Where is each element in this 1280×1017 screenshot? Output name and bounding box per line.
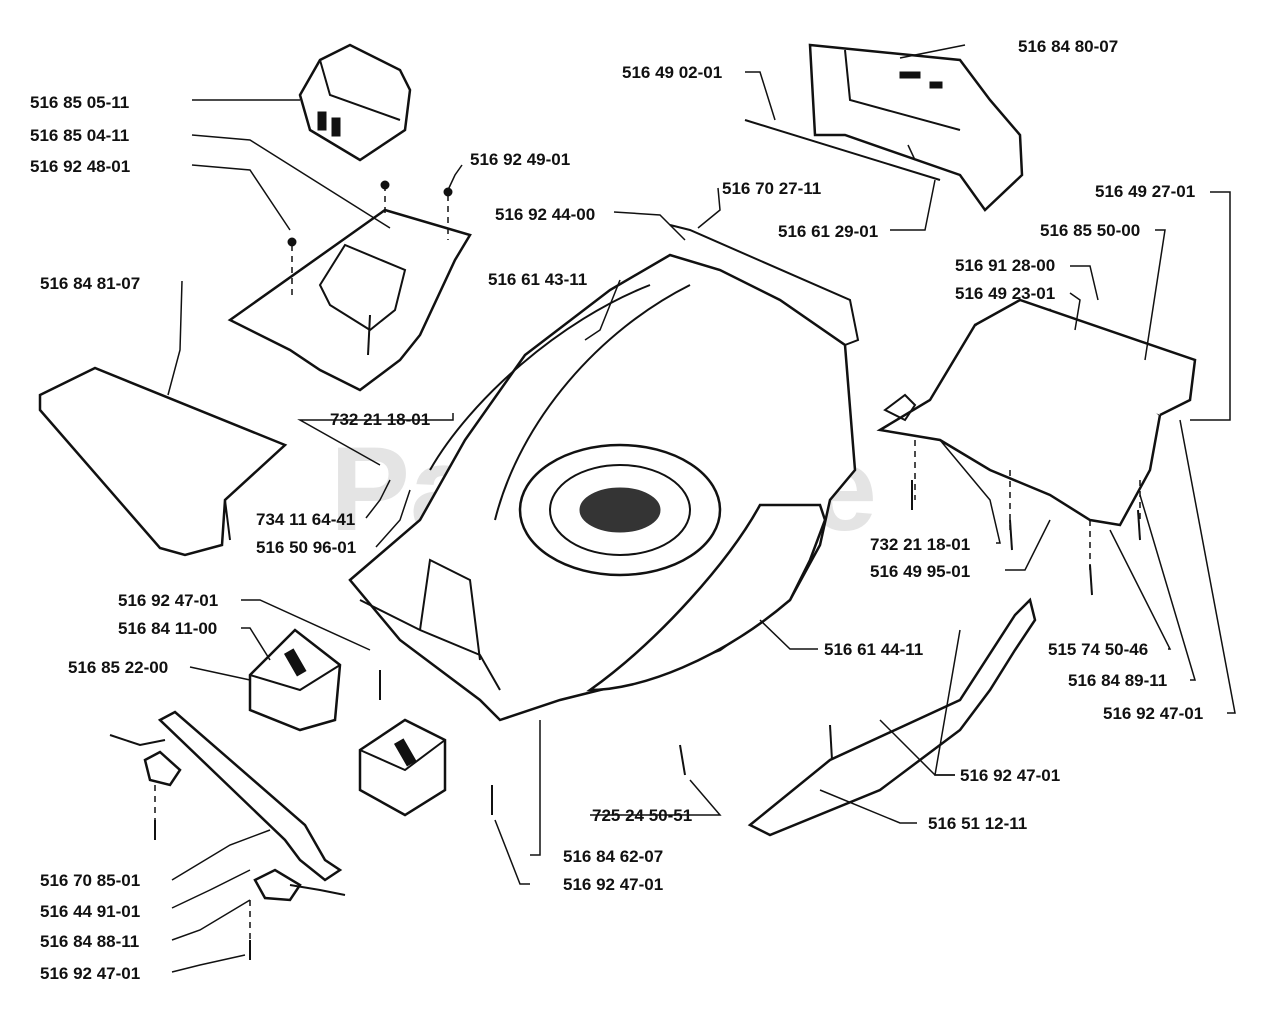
- callout-labels: 516 85 05-11 516 85 04-11 516 92 48-01 5…: [30, 37, 1203, 983]
- rear-hinge-plate-part: [876, 298, 1197, 570]
- mower-deck-part: [348, 224, 860, 722]
- callout-label: 516 70 85-01: [40, 871, 140, 890]
- callout-label: 516 85 04-11: [30, 126, 129, 145]
- callout-label: 516 92 49-01: [470, 150, 570, 169]
- callout-label: 516 84 81-07: [40, 274, 140, 293]
- callout-label: 516 92 48-01: [30, 157, 130, 176]
- callout-label: 516 49 02-01: [622, 63, 722, 82]
- callout-label: 516 61 29-01: [778, 222, 878, 241]
- callout-label: 516 49 27-01: [1095, 182, 1195, 201]
- box-part-1: [248, 628, 342, 732]
- callout-label: 516 92 47-01: [563, 875, 663, 894]
- box-part-2: [358, 718, 447, 817]
- callout-label: 516 84 89-11: [1068, 671, 1167, 690]
- cover-plate-part: [227, 180, 472, 392]
- flap-plate-part: [38, 366, 288, 557]
- callout-label: 516 61 43-11: [488, 270, 587, 289]
- callout-label: 732 21 18-01: [330, 410, 430, 429]
- axle-assembly-part: [109, 710, 346, 950]
- rear-shield-part: [744, 43, 1024, 212]
- callout-label: 516 84 88-11: [40, 932, 139, 951]
- callout-label: 516 49 95-01: [870, 562, 970, 581]
- screw-parts: [154, 480, 1141, 960]
- callout-label: 516 51 12-11: [928, 814, 1027, 833]
- callout-label: 516 50 96-01: [256, 538, 356, 557]
- callout-label: 516 44 91-01: [40, 902, 140, 921]
- leader-lines: [167, 44, 1236, 973]
- callout-label: 516 85 22-00: [68, 658, 168, 677]
- callout-label: 516 92 47-01: [40, 964, 140, 983]
- callout-label: 516 85 05-11: [30, 93, 129, 112]
- callout-label: 516 91 28-00: [955, 256, 1055, 275]
- engine-cover-part: [298, 43, 412, 162]
- callout-label: 516 85 50-00: [1040, 221, 1140, 240]
- callout-label: 516 92 44-00: [495, 205, 595, 224]
- blade-part: [747, 597, 1037, 837]
- callout-label: 516 61 44-11: [824, 640, 923, 659]
- callout-label: 516 84 80-07: [1018, 37, 1118, 56]
- callout-label: 516 84 11-00: [118, 619, 217, 638]
- callout-label: 516 84 62-07: [563, 847, 663, 866]
- callout-label: 515 74 50-46: [1048, 640, 1148, 659]
- callout-label: 725 24 50-51: [592, 806, 692, 825]
- callout-label: 732 21 18-01: [870, 535, 970, 554]
- callout-label: 516 92 47-01: [118, 591, 218, 610]
- callout-label: 516 92 47-01: [1103, 704, 1203, 723]
- callout-label: 516 70 27-11: [722, 179, 821, 198]
- callout-label: 516 92 47-01: [960, 766, 1060, 785]
- callout-label: 734 11 64-41: [256, 510, 355, 529]
- callout-label: 516 49 23-01: [955, 284, 1055, 303]
